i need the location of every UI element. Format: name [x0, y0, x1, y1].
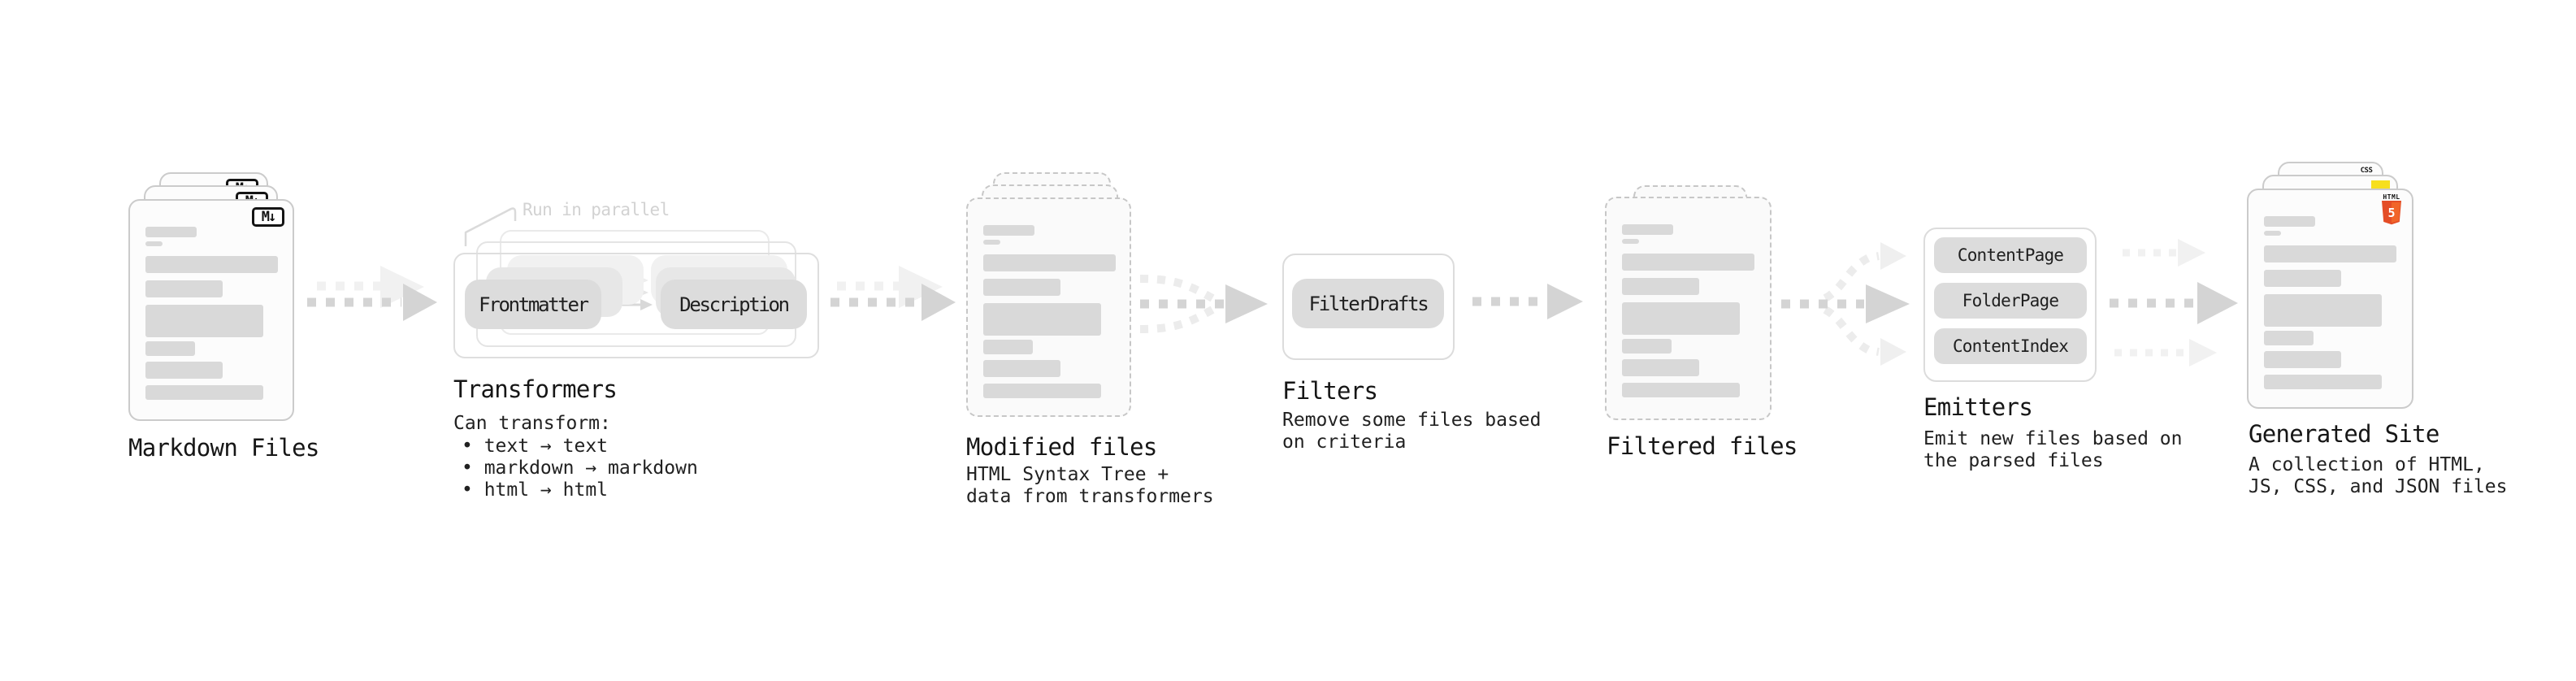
skeleton-bar	[2264, 294, 2382, 327]
filters-desc: Remove some files based	[1282, 410, 1542, 431]
modified-file-card-front	[966, 197, 1131, 417]
description-pill: Description	[661, 280, 807, 329]
skeleton-bar	[1622, 239, 1639, 244]
skeleton-bar	[145, 341, 195, 356]
skeleton-bar	[1622, 359, 1699, 376]
modified-files-desc: data from transformers	[966, 486, 1214, 507]
markdown-icon: M↓	[252, 207, 284, 227]
skeleton-bar	[2264, 216, 2315, 227]
caption-emitters: Emitters	[1923, 393, 2033, 421]
modified-files-desc: HTML Syntax Tree +	[966, 464, 1169, 485]
skeleton-bar	[983, 279, 1060, 296]
filters-desc: on criteria	[1282, 432, 1407, 453]
skeleton-bar	[1622, 278, 1699, 295]
emitters-desc: Emit new files based on	[1923, 428, 2183, 449]
arrow-modified-to-filters	[1139, 275, 1268, 333]
skeleton-bar	[145, 362, 223, 379]
skeleton-bar	[2264, 231, 2281, 236]
skeleton-bar	[1622, 224, 1673, 235]
markdown-file-card-front: M↓	[128, 199, 294, 421]
run-in-parallel-label: Run in parallel	[523, 200, 670, 219]
skeleton-bar	[145, 305, 263, 337]
site-file-card-front: HTML 5	[2247, 189, 2413, 409]
skeleton-bar	[145, 385, 263, 400]
skeleton-bar	[1622, 302, 1740, 335]
skeleton-bar	[983, 360, 1060, 377]
skeleton-bar	[2264, 270, 2341, 287]
skeleton-bar	[2264, 375, 2382, 389]
frontmatter-pill: Frontmatter	[465, 280, 601, 329]
caption-markdown-files: Markdown Files	[128, 434, 319, 462]
skeleton-bar	[145, 227, 197, 237]
caption-generated-site: Generated Site	[2249, 420, 2439, 448]
generated-site-desc: JS, CSS, and JSON files	[2249, 476, 2508, 497]
skeleton-bar	[2264, 245, 2396, 262]
folderpage-pill: FolderPage	[1934, 283, 2087, 319]
skeleton-bar	[983, 240, 1000, 245]
contentpage-pill: ContentPage	[1934, 237, 2087, 273]
skeleton-bar	[145, 241, 163, 246]
skeleton-bar	[1622, 254, 1754, 271]
skeleton-bar	[983, 384, 1101, 398]
filterdrafts-pill: FilterDrafts	[1292, 279, 1444, 328]
arrows-emitters-to-site	[2110, 239, 2238, 367]
caption-modified-files: Modified files	[966, 433, 1157, 461]
arrow-filters-to-filtered	[1472, 284, 1583, 319]
generated-site-desc: A collection of HTML,	[2249, 454, 2485, 475]
html5-icon: HTML 5	[2381, 193, 2402, 228]
skeleton-bar	[983, 340, 1033, 354]
transformers-desc-title: Can transform:	[453, 413, 611, 434]
caption-filtered-files: Filtered files	[1607, 432, 1798, 460]
skeleton-bar	[1622, 383, 1740, 397]
skeleton-bar	[983, 225, 1034, 236]
filtered-file-card-front	[1605, 197, 1772, 420]
arrow-markdown-to-transformers	[307, 266, 437, 321]
caption-transformers: Transformers	[453, 375, 618, 403]
emitters-desc: the parsed files	[1923, 450, 2104, 471]
arrow-transformers-to-modified	[830, 266, 956, 321]
caption-filters: Filters	[1282, 377, 1378, 405]
arrow-filtered-to-emitters	[1781, 242, 1910, 366]
transformers-bullet: • markdown → markdown	[462, 458, 698, 479]
skeleton-bar	[145, 280, 223, 297]
contentindex-pill: ContentIndex	[1934, 328, 2087, 364]
skeleton-bar	[145, 256, 278, 273]
skeleton-bar	[2264, 331, 2314, 345]
transformers-bullet: • text → text	[462, 436, 609, 457]
skeleton-bar	[1622, 339, 1672, 354]
svg-text:5: 5	[2387, 206, 2395, 220]
javascript-icon	[2371, 180, 2390, 189]
transformer-box-front	[453, 253, 819, 358]
skeleton-bar	[983, 303, 1101, 336]
transformers-bullet: • html → html	[462, 479, 609, 501]
skeleton-bar	[983, 254, 1116, 271]
skeleton-bar	[2264, 351, 2341, 368]
